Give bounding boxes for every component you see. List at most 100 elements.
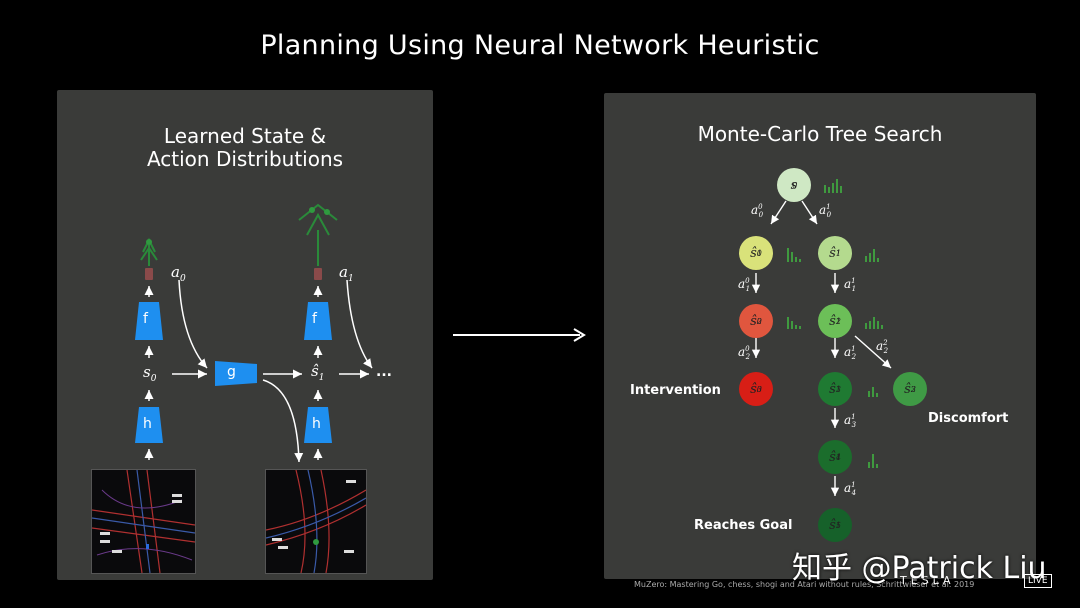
edge-action-label: a01: [738, 277, 750, 293]
node-superscript: 1: [835, 316, 841, 326]
edge-action-label: a13: [844, 413, 856, 429]
edge-label-superscript: 0: [745, 277, 750, 285]
node-label: ŝ: [829, 313, 836, 329]
node-superscript: 2: [910, 384, 916, 394]
g-network-block: [215, 361, 257, 386]
node-label: ŝ: [904, 381, 911, 397]
node-label: ŝ: [750, 245, 757, 261]
edge-action-label: a10: [819, 203, 831, 219]
node-superscript: 0: [756, 316, 762, 326]
edge-label-subscript: 3: [851, 421, 857, 430]
g-block-label: g: [227, 364, 236, 380]
node-superscript: 1: [835, 248, 841, 258]
edge-label-main: a: [844, 345, 852, 359]
edge-label-superscript: 0: [745, 345, 750, 353]
node-subscript: 2: [835, 316, 841, 326]
slide-title: Planning Using Neural Network Heuristic: [260, 30, 820, 61]
h-network-block: [304, 407, 332, 443]
edge-label-main: a: [844, 481, 852, 495]
left-panel-title-line2: Action Distributions: [146, 147, 344, 171]
value-histogram: [787, 248, 801, 262]
edge-label-subscript: 2: [883, 347, 889, 356]
edge-label-main: a: [844, 277, 852, 291]
node-subscript: 0: [792, 180, 798, 190]
vehicle-trajectory-icon: [298, 203, 338, 280]
edge-label-subscript: 1: [851, 285, 857, 294]
node-subscript: 3: [835, 384, 841, 394]
value-histogram: [868, 387, 878, 397]
citation-text: MuZero: Mastering Go, chess, shogi and A…: [634, 580, 975, 589]
learned-model-diagram: [135, 203, 373, 463]
value-histogram: [824, 179, 842, 193]
value-histogram: [865, 317, 883, 329]
edge-action-label: a12: [844, 345, 856, 361]
h-network-block: [135, 407, 163, 443]
edge-label-superscript: 1: [851, 345, 856, 353]
left-panel-title-line1: Learned State &: [163, 124, 327, 148]
node-superscript: 0: [756, 248, 762, 258]
edge-label-main: a: [738, 277, 746, 291]
node-subscript: 5: [835, 520, 841, 530]
f-block-label: f: [143, 311, 148, 327]
node-subscript: 1: [835, 248, 841, 258]
node-subscript: 3: [756, 384, 762, 394]
node-label: ŝ: [829, 381, 836, 397]
learned-distributions-panel: Learned State & Action Distributions: [57, 90, 433, 580]
right-panel-title: Monte-Carlo Tree Search: [697, 122, 943, 146]
node-label: ŝ: [750, 313, 757, 329]
mcts-panel: Monte-Carlo Tree Search: [604, 93, 1036, 579]
edge-label-superscript: 1: [851, 481, 856, 489]
h-block-label: h: [312, 416, 321, 432]
node-superscript: 1: [835, 384, 841, 394]
bev-map-thumbnail: [265, 469, 367, 574]
node-subscript: 2: [756, 316, 762, 326]
mcts-tree-diagram: [751, 179, 892, 496]
ellipsis-label: ...: [376, 364, 392, 380]
edge-action-label: a14: [844, 481, 856, 497]
node-label: ŝ: [829, 517, 836, 533]
edge-label-subscript: 0: [758, 211, 764, 220]
node-label: ŝ: [750, 381, 757, 397]
node-label: ŝ: [829, 245, 836, 261]
edge-label-subscript: 2: [745, 353, 751, 362]
action-label-a1: a1: [339, 263, 354, 284]
live-badge: LIVE: [1024, 574, 1052, 588]
transition-arrow: [453, 328, 586, 342]
state-label-s0: s0: [143, 363, 157, 384]
node-subscript: 1: [756, 248, 762, 258]
node-superscript: 1: [835, 452, 841, 462]
edge-action-label: a11: [844, 277, 856, 293]
tree-edges: [751, 200, 892, 496]
brand-logo: TESLA: [900, 574, 955, 587]
reaches-goal-label: Reaches Goal: [694, 518, 793, 533]
edge-label-subscript: 4: [851, 489, 857, 498]
f-block-label: f: [312, 311, 317, 327]
edge-action-label: a00: [751, 203, 763, 219]
edge-label-main: a: [819, 203, 827, 217]
edge-label-main: a: [844, 413, 852, 427]
edge-label-superscript: 1: [826, 203, 831, 211]
value-histogram: [868, 454, 878, 468]
f-network-block: [304, 302, 332, 340]
edge-action-label: a02: [738, 345, 750, 361]
edge-label-subscript: 0: [826, 211, 832, 220]
edge-label-superscript: 0: [758, 203, 763, 211]
node-subscript: 4: [835, 452, 841, 462]
edge-label-superscript: 2: [883, 339, 888, 347]
edge-label-superscript: 1: [851, 413, 856, 421]
watermark-text: 知乎 @Patrick Liu: [792, 551, 1047, 586]
edge-label-subscript: 1: [745, 285, 751, 294]
bev-map-thumbnail: [91, 469, 196, 574]
f-network-block: [135, 302, 163, 340]
edge-label-main: a: [738, 345, 746, 359]
left-panel-title: Learned State & Action Distributions: [57, 125, 433, 171]
value-histogram: [865, 249, 879, 262]
